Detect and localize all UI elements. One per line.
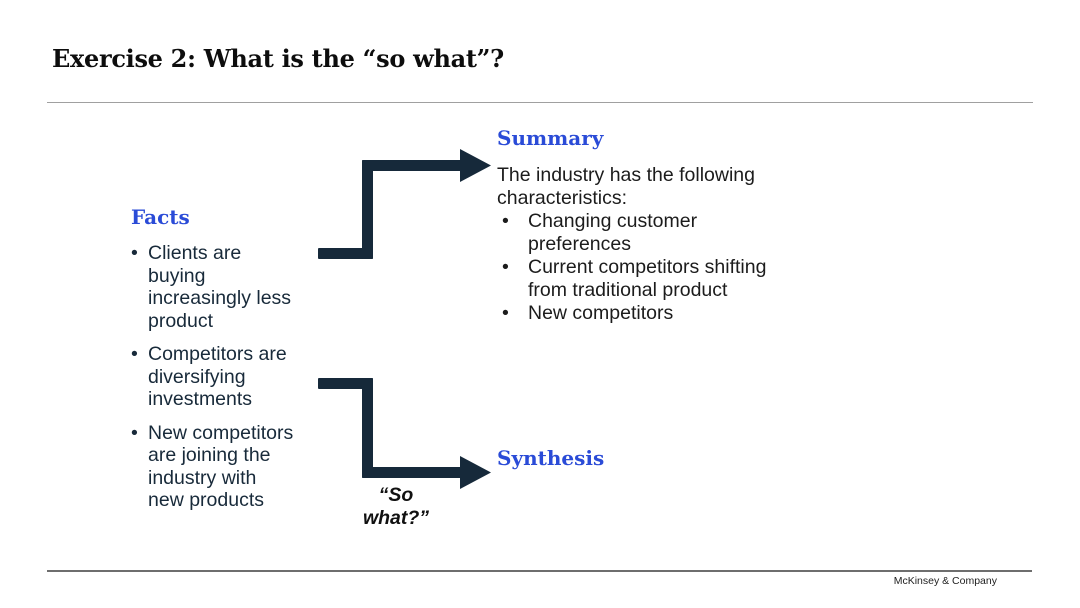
bullet-icon: • [502,210,509,232]
elbow-arrow-up-icon [318,149,491,259]
summary-item: • Current competitors shifting from trad… [497,256,797,302]
page-title: Exercise 2: What is the “so what”? [52,44,504,73]
bullet-icon: • [131,421,138,444]
so-what-label: “So what?” [362,484,430,529]
summary-item-text: Current competitors shifting from tradit… [528,256,767,301]
brand-footer: McKinsey & Company [893,575,997,587]
facts-heading: Facts [131,205,190,229]
facts-item-text: Clients are buying increasingly less pro… [148,242,292,332]
facts-section: Facts • Clients are buying increasingly … [131,205,316,523]
summary-item-text: Changing customer preferences [528,210,698,255]
summary-intro: The industry has the following character… [497,164,755,209]
summary-heading: Summary [497,126,604,150]
elbow-arrow-down-icon [318,378,491,489]
title-divider [47,102,1033,103]
facts-item: • Clients are buying increasingly less p… [131,242,316,332]
facts-item-text: Competitors are diversifying investments [148,343,287,410]
synthesis-heading: Synthesis [497,446,605,470]
summary-section: Summary The industry has the following c… [497,126,797,325]
bullet-icon: • [131,343,138,365]
summary-item-text: New competitors [528,302,674,324]
bullet-icon: • [502,256,509,278]
bullet-icon: • [502,302,509,324]
facts-item-text: New competitors are joining the industry… [148,421,294,512]
summary-item: • New competitors [497,302,797,325]
summary-item: • Changing customer preferences [497,210,797,256]
facts-item: • Competitors are diversifying investmen… [131,343,316,411]
facts-item: • New competitors are joining the indust… [131,422,316,512]
footer-divider [47,570,1032,572]
facts-list: • Clients are buying increasingly less p… [131,242,316,512]
summary-list: • Changing customer preferences • Curren… [497,210,797,325]
bullet-icon: • [131,242,138,264]
